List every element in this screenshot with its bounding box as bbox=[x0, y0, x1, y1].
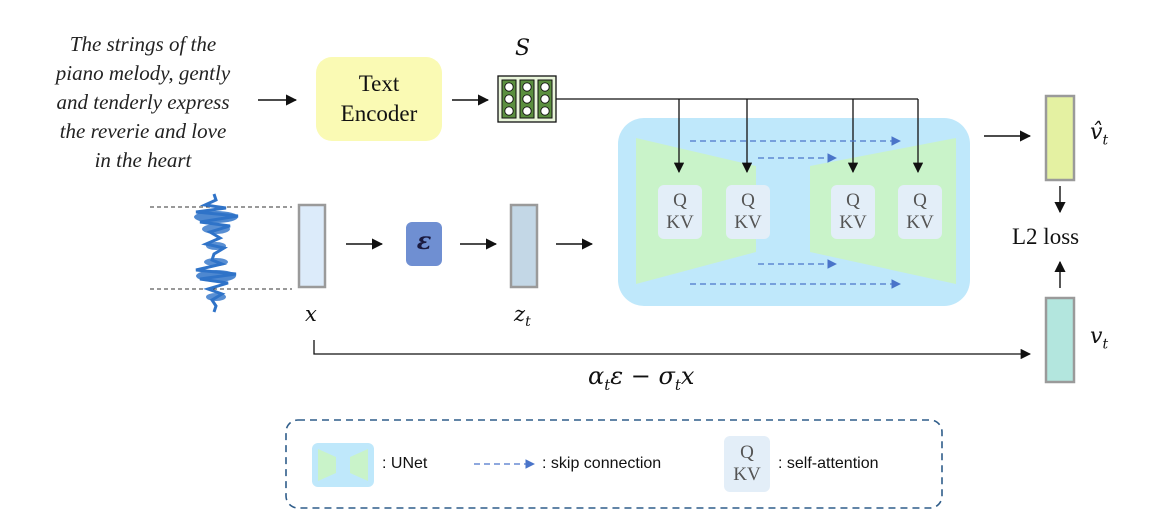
legend-border bbox=[285, 419, 943, 509]
legend-attention-q: Q bbox=[740, 442, 754, 463]
attention-q: Q bbox=[741, 190, 755, 211]
vae-encoder-box bbox=[406, 222, 442, 266]
vt-label: vt bbox=[1090, 324, 1108, 352]
vt-symbol: v bbox=[1090, 324, 1103, 349]
audio-waveform bbox=[150, 193, 292, 313]
attention-q: Q bbox=[913, 190, 927, 211]
arrow-x-to-vt bbox=[313, 340, 1032, 360]
attention-q: Q bbox=[846, 190, 860, 211]
x-box bbox=[297, 203, 327, 289]
text-prompt: The strings of the piano melody, gently … bbox=[30, 30, 256, 175]
text-prompt-line: piano melody, gently bbox=[55, 61, 231, 85]
vhat-label: v̂t bbox=[1090, 120, 1108, 148]
vhat-symbol: v̂ bbox=[1090, 120, 1103, 145]
attention-kv: KV bbox=[734, 212, 762, 233]
text-prompt-line: and tenderly express bbox=[56, 90, 230, 114]
vae-encoder-label: ε bbox=[416, 226, 432, 255]
velocity-formula: αtε − σtx bbox=[588, 362, 694, 394]
attention-block-4: Q KV bbox=[898, 185, 942, 239]
vhat-subscript: t bbox=[1102, 132, 1109, 149]
attention-block-1: Q KV bbox=[658, 185, 702, 239]
formula-x: x bbox=[680, 362, 695, 390]
attention-kv: KV bbox=[839, 212, 867, 233]
legend-unet-shape-right bbox=[350, 449, 368, 481]
legend-attention-icon: Q KV bbox=[724, 436, 770, 492]
legend-attention-kv: KV bbox=[733, 464, 761, 485]
zt-subscript: t bbox=[525, 314, 531, 331]
formula-sigma-sub: t bbox=[674, 375, 681, 394]
l2-loss-label: L2 loss bbox=[1012, 224, 1080, 249]
s-token-block bbox=[497, 75, 557, 123]
attention-kv: KV bbox=[906, 212, 934, 233]
vt-subscript: t bbox=[1102, 336, 1109, 353]
zt-box bbox=[509, 203, 539, 289]
legend-self-attention-label: : self-attention bbox=[778, 455, 879, 472]
unet-shape-right bbox=[810, 138, 956, 284]
attention-block-2: Q KV bbox=[726, 185, 770, 239]
attention-kv: KV bbox=[666, 212, 694, 233]
legend-skip-label: : skip connection bbox=[542, 455, 662, 472]
text-prompt-line: the reverie and love bbox=[59, 119, 227, 143]
formula-eps-minus-sigma: ε − σ bbox=[610, 362, 675, 390]
x-label: x bbox=[305, 302, 317, 326]
text-prompt-line: The strings of the bbox=[69, 32, 217, 56]
legend-unet-shape bbox=[318, 449, 336, 481]
formula-alpha-sub: t bbox=[604, 375, 611, 394]
v-box bbox=[1044, 296, 1076, 384]
zt-symbol: z bbox=[514, 302, 526, 326]
text-prompt-line: in the heart bbox=[94, 148, 192, 172]
s-label: S bbox=[515, 36, 531, 61]
text-encoder-block: Text Encoder bbox=[316, 57, 442, 141]
legend-unet-label: : UNet bbox=[382, 455, 428, 472]
vhat-box bbox=[1044, 94, 1076, 182]
attention-q: Q bbox=[673, 190, 687, 211]
zt-label: zt bbox=[514, 302, 531, 330]
attention-block-3: Q KV bbox=[831, 185, 875, 239]
formula-alpha: α bbox=[588, 362, 605, 390]
